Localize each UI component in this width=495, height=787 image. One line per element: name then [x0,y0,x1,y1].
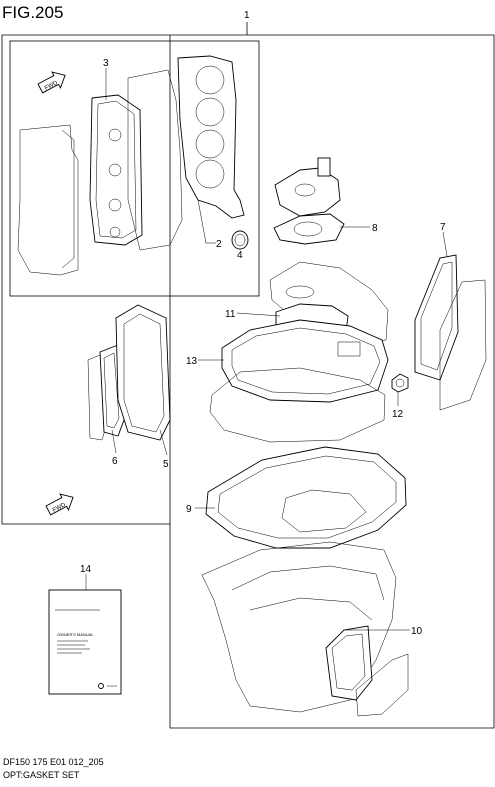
cylinder-head-kit-frame [9,40,260,297]
cylinder-head-cover-outline [17,124,79,276]
footer-set-name: OPT:GASKET SET [3,770,80,780]
callout-14: 14 [80,564,92,575]
callout-7: 7 [440,222,446,233]
callout-10: 10 [411,626,423,637]
callout-11: 11 [225,309,236,320]
callout-13: 13 [186,356,198,367]
callout-4: 4 [237,250,243,261]
cylinder-block-outline [127,69,183,251]
side-plate-gasket-part-7 [414,254,459,381]
callout-5: 5 [163,459,169,470]
head-cover-gasket-part-3 [89,94,143,246]
cover-gasket-part-10 [325,625,373,701]
side-plate-outline [439,279,487,411]
callout-12: 12 [392,409,404,420]
thermostat-gasket-part-8 [273,213,345,245]
owners-manual-part-14: OWNER'S MANUAL [48,589,122,695]
engine-base-gasket-part-9 [205,446,407,549]
thermostat-housing [274,157,341,217]
callout-3: 3 [103,58,109,69]
callout-1: 1 [244,10,250,21]
o-ring-part-12 [391,373,409,393]
cylinder-head-gasket-part-2 [177,55,245,219]
svg-text:OWNER'S MANUAL: OWNER'S MANUAL [57,632,94,637]
fwd-arrow-lower: FWD [45,493,74,516]
figure-title: FIG.205 [2,3,64,22]
callout-6: 6 [112,456,118,467]
side-cover-outline [355,653,409,717]
footer-model-code: DF150 175 E01 012_205 [3,757,104,767]
crankcase-lower-outline [209,367,386,443]
callout-8: 8 [372,223,378,234]
fwd-arrow-upper: FWD [37,71,66,94]
exhaust-cover-gasket-part-5 [115,304,171,441]
o-ring-part-4 [231,230,249,250]
crankcase-gasket-part-13 [221,319,389,403]
outer-kit-frame [1,22,495,729]
callout-2: 2 [216,239,222,250]
callout-labels: 1 2 3 4 5 6 7 8 9 10 11 12 13 14 [80,10,448,637]
callout-9: 9 [186,504,192,515]
